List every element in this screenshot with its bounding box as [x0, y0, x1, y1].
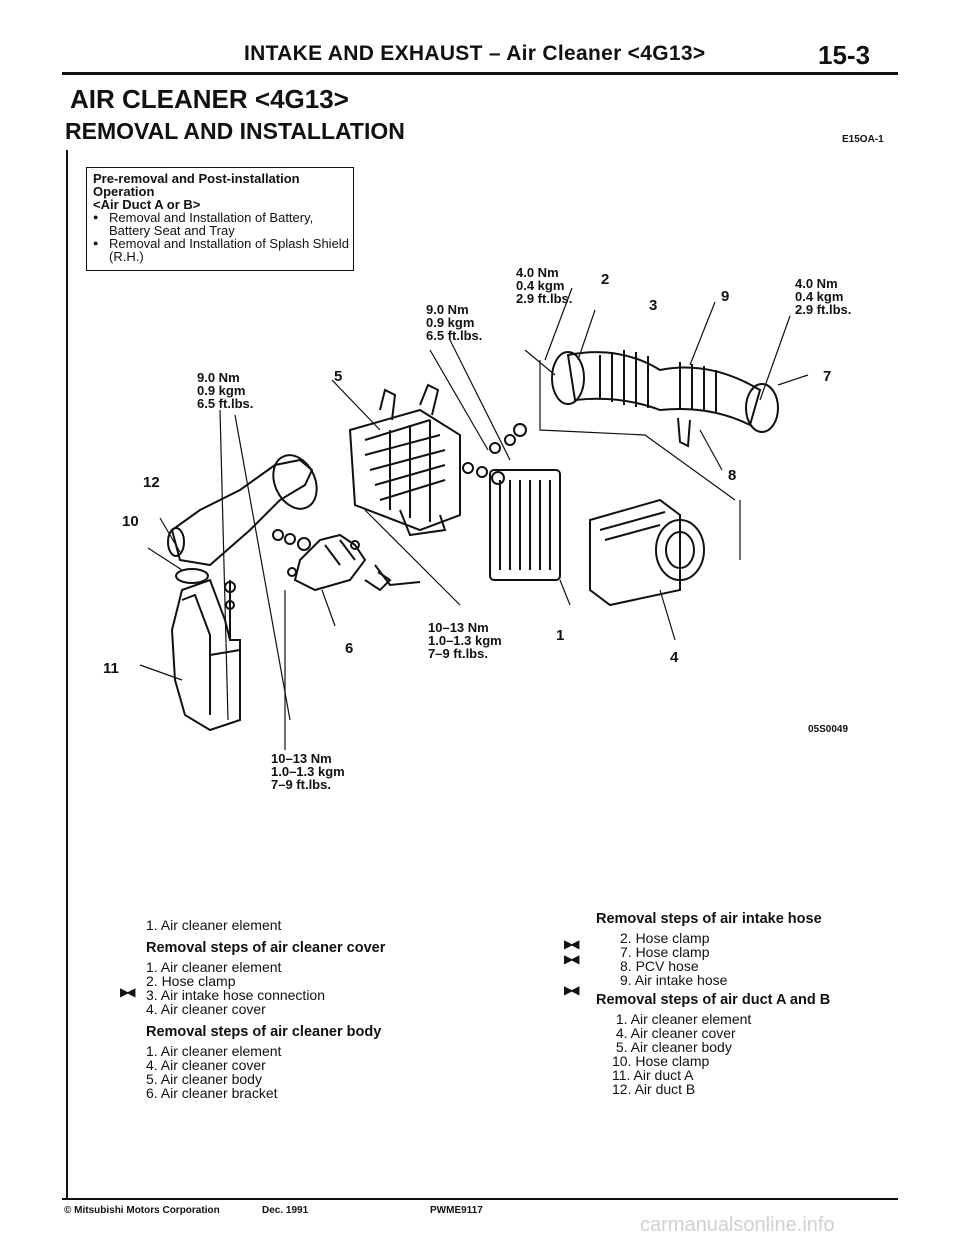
torque-label-duct: 10–13 Nm 1.0–1.3 kgm 7–9 ft.lbs. — [271, 752, 345, 791]
hose-clamp-7-drawing — [745, 383, 779, 433]
footer-date: Dec. 1991 — [262, 1205, 309, 1216]
callout-9: 9 — [721, 288, 730, 305]
air-cleaner-body-drawing — [348, 408, 461, 532]
torque-nm: 4.0 Nm — [795, 276, 838, 291]
steps-left: 1. Air cleaner element Removal steps of … — [146, 918, 446, 1100]
torque-kgm: 0.9 kgm — [426, 315, 475, 330]
hose-steps-title: Removal steps of air intake hose — [596, 911, 822, 927]
step-item: 4. Air cleaner cover — [146, 1057, 266, 1073]
callout-5: 5 — [334, 368, 343, 385]
callout-8: 8 — [728, 467, 737, 484]
section-title: AIR CLEANER <4G13> — [70, 84, 349, 114]
step-item: 11. Air duct A — [612, 1067, 694, 1083]
step-item: 6. Air cleaner bracket — [146, 1085, 278, 1101]
callout-6: 6 — [345, 640, 354, 657]
pre-removal-heading: Pre-removal and Post-installation Operat… — [93, 171, 300, 199]
footer-copyright: © Mitsubishi Motors Corporation — [64, 1205, 220, 1216]
torque-kgm: 1.0–1.3 kgm — [271, 764, 345, 779]
step-item: 1. Air cleaner element — [146, 1043, 282, 1059]
torque-label-clamp-7: 4.0 Nm 0.4 kgm 2.9 ft.lbs. — [795, 277, 851, 316]
torque-ftlbs: 2.9 ft.lbs. — [795, 302, 852, 317]
torque-nm: 10–13 Nm — [428, 620, 489, 635]
air-cleaner-element-drawing — [489, 469, 561, 581]
torque-nm: 9.0 Nm — [426, 302, 469, 317]
step-item: 5. Air cleaner body — [612, 1039, 732, 1055]
service-point-marker: ▶◀ — [564, 937, 580, 951]
body-steps-title: Removal steps of air cleaner body — [146, 1024, 382, 1040]
torque-label-body: 9.0 Nm 0.9 kgm 6.5 ft.lbs. — [426, 303, 482, 342]
reference-code: E15OA-1 — [842, 134, 884, 145]
header-title: INTAKE AND EXHAUST – Air Cleaner <4G13> — [244, 42, 706, 65]
service-point-marker: ▶◀ — [120, 985, 136, 999]
step-item: 8. PCV hose — [620, 958, 699, 974]
step-item: 2. Hose clamp — [620, 930, 710, 946]
step-item: 1. Air cleaner element — [146, 917, 282, 933]
torque-label-5: 9.0 Nm 0.9 kgm 6.5 ft.lbs. — [197, 371, 253, 410]
callout-10: 10 — [122, 513, 139, 530]
pre-removal-item: Removal and Installation of Battery, Bat… — [93, 211, 353, 237]
torque-ftlbs: 2.9 ft.lbs. — [516, 291, 573, 306]
service-point-marker: ▶◀ — [564, 983, 580, 997]
service-point-marker: ▶◀ — [564, 952, 580, 966]
cover-steps-title: Removal steps of air cleaner cover — [146, 940, 386, 956]
watermark: carmanualsonline.info — [640, 1214, 835, 1236]
step-item: 2. Hose clamp — [146, 973, 236, 989]
step-item: 9. Air intake hose — [620, 972, 728, 988]
torque-ftlbs: 7–9 ft.lbs. — [428, 646, 488, 661]
hose-clamp-2-drawing — [551, 351, 585, 405]
step-item: 3. Air intake hose connection — [146, 987, 326, 1003]
step-item: 7. Hose clamp — [620, 944, 710, 960]
callout-7: 7 — [823, 368, 832, 385]
torque-kgm: 0.4 kgm — [795, 289, 844, 304]
pcv-hose-drawing — [677, 417, 691, 448]
torque-nm: 10–13 Nm — [271, 751, 332, 766]
pre-removal-target: <Air Duct A or B> — [93, 197, 201, 212]
torque-ftlbs: 7–9 ft.lbs. — [271, 777, 331, 792]
torque-kgm: 0.4 kgm — [516, 278, 565, 293]
torque-nm: 9.0 Nm — [197, 370, 240, 385]
step-item: 1. Air cleaner element — [612, 1011, 752, 1027]
step-item: 12. Air duct B — [612, 1081, 696, 1097]
torque-label-clamp-2: 4.0 Nm 0.4 kgm 2.9 ft.lbs. — [516, 266, 572, 305]
exploded-diagram — [139, 287, 809, 750]
duct-steps-title: Removal steps of air duct A and B — [596, 992, 831, 1008]
torque-label-bracket: 10–13 Nm 1.0–1.3 kgm 7–9 ft.lbs. — [428, 621, 502, 660]
step-item: 4. Air cleaner cover — [612, 1025, 736, 1041]
callout-1: 1 — [556, 627, 565, 644]
torque-kgm: 1.0–1.3 kgm — [428, 633, 502, 648]
air-cleaner-cover-drawing — [589, 498, 681, 607]
step-item: 5. Air cleaner body — [146, 1071, 262, 1087]
torque-ftlbs: 6.5 ft.lbs. — [197, 396, 254, 411]
step-item: 1. Air cleaner element — [146, 959, 282, 975]
pre-removal-box: Pre-removal and Post-installation Operat… — [86, 167, 354, 271]
step-item: 4. Air cleaner cover — [146, 1001, 266, 1017]
callout-11: 11 — [103, 660, 119, 677]
torque-ftlbs: 6.5 ft.lbs. — [426, 328, 483, 343]
subsection-title: REMOVAL AND INSTALLATION — [65, 118, 405, 144]
page-number: 15-3 — [818, 40, 871, 70]
figure-code: 05S0049 — [808, 724, 849, 735]
air-cleaner-bracket-drawing — [293, 533, 367, 592]
torque-nm: 4.0 Nm — [516, 265, 559, 280]
callout-4: 4 — [670, 649, 679, 666]
footer-rule — [62, 1198, 898, 1200]
callout-2: 2 — [601, 271, 610, 288]
air-duct-a-drawing — [170, 578, 241, 732]
air-intake-hose-drawing — [566, 351, 762, 427]
header-rule — [62, 72, 898, 75]
torque-kgm: 0.9 kgm — [197, 383, 246, 398]
hose-clamp-10-drawing — [175, 568, 209, 584]
callout-3: 3 — [649, 297, 658, 314]
steps-right: Removal steps of air intake hose 2. Hose… — [596, 912, 896, 1096]
pre-removal-item: Removal and Installation of Splash Shiel… — [93, 237, 353, 263]
footer-code: PWME9117 — [430, 1205, 483, 1216]
air-duct-b-drawing — [170, 458, 314, 567]
callout-12: 12 — [143, 474, 160, 491]
step-item: 10. Hose clamp — [612, 1053, 710, 1069]
left-margin-rule — [66, 150, 68, 1198]
